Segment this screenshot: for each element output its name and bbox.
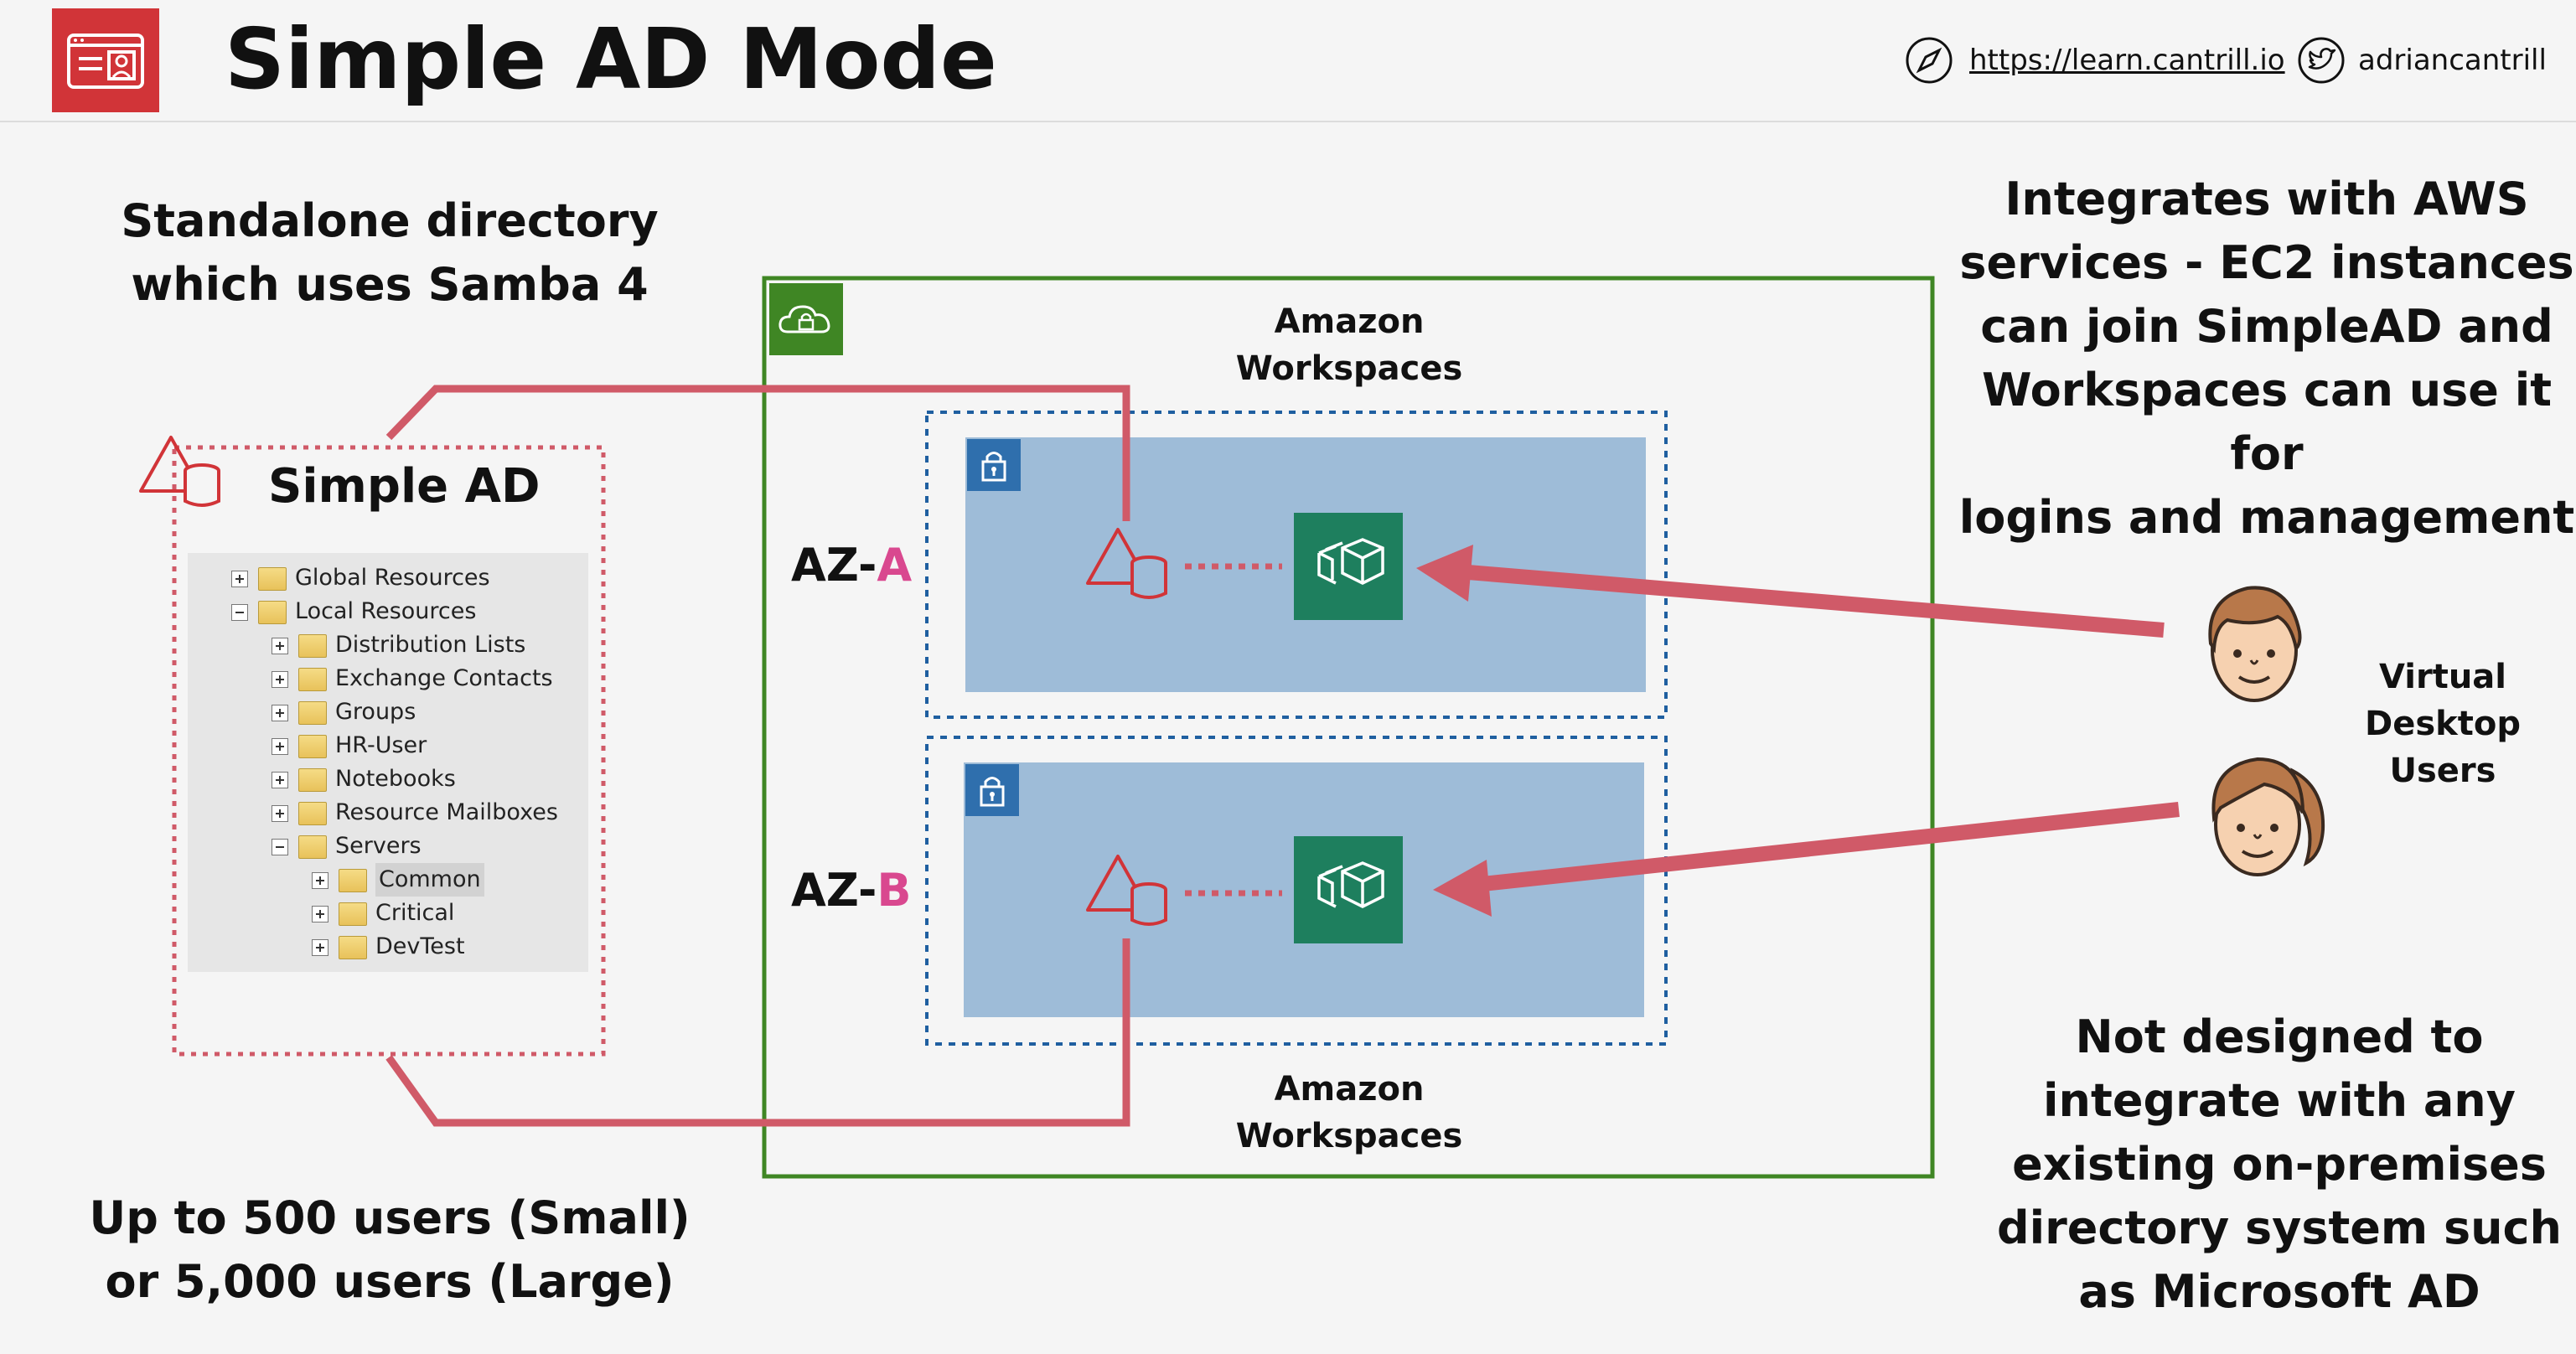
- arrowhead-b: [1433, 860, 1492, 917]
- az-a-letter: A: [877, 539, 913, 592]
- capacity-description: Up to 500 users (Small) or 5,000 users (…: [89, 1191, 691, 1308]
- directory-service-logo: [52, 8, 159, 112]
- tree-item-label: Servers: [335, 833, 422, 859]
- expand-icon[interactable]: [312, 872, 328, 889]
- simple-ad-icon: [1086, 528, 1167, 599]
- private-subnet-lock-icon: [967, 439, 1021, 491]
- folder-icon: [298, 668, 327, 691]
- workspaces-icon: [1294, 513, 1403, 620]
- twitter-handle: adriancantrill: [2358, 44, 2547, 77]
- course-link[interactable]: https://learn.cantrill.io: [1969, 44, 2285, 77]
- folder-icon: [339, 869, 367, 892]
- arrow-user-to-workspaces-a: [1457, 564, 2165, 638]
- folder-icon: [298, 802, 327, 825]
- expand-icon[interactable]: [272, 738, 288, 755]
- subnet-a-boundary: [925, 411, 1668, 719]
- folder-icon: [298, 768, 327, 792]
- tree-item-label: Critical: [375, 900, 455, 926]
- tree-item-label: Groups: [335, 699, 416, 725]
- az-b-prefix: AZ-: [791, 864, 877, 917]
- workspaces-top-label: Amazon Workspaces: [1235, 302, 1463, 388]
- folder-icon: [298, 634, 327, 658]
- collapse-icon[interactable]: [272, 839, 288, 855]
- folder-icon: [258, 567, 287, 591]
- folder-icon: [339, 936, 367, 959]
- tree-item-label: DevTest: [375, 933, 465, 959]
- workspaces-bottom-label: Amazon Workspaces: [1235, 1070, 1463, 1155]
- page-title: Simple AD Mode: [225, 10, 997, 108]
- az-a-prefix: AZ-: [791, 539, 877, 592]
- expand-icon[interactable]: [272, 705, 288, 721]
- folder-icon: [298, 735, 327, 758]
- expand-icon[interactable]: [231, 571, 248, 587]
- connector-ad-to-az-a: [385, 385, 1130, 521]
- workspaces-icon: [1294, 836, 1403, 943]
- virtual-desktop-users-label: Virtual Desktop Users: [2365, 658, 2521, 790]
- tree-item-label: HR-User: [335, 732, 427, 758]
- tree-item-label: Notebooks: [335, 766, 456, 792]
- folder-icon: [258, 601, 287, 624]
- tree-item-label: Local Resources: [295, 598, 477, 624]
- not-designed-description: Not designed to integrate with any exist…: [1997, 1010, 2562, 1318]
- tree-item-label: Common: [375, 863, 484, 897]
- expand-icon[interactable]: [272, 638, 288, 654]
- expand-icon[interactable]: [312, 939, 328, 956]
- folder-icon: [339, 902, 367, 926]
- tree-item-label: Distribution Lists: [335, 632, 526, 658]
- vpc-boundary: [762, 276, 1935, 1179]
- tree-item-label: Global Resources: [295, 565, 490, 591]
- expand-icon[interactable]: [272, 671, 288, 688]
- header-divider: [0, 121, 2576, 122]
- integrates-description: Integrates with AWS services - EC2 insta…: [1958, 173, 2575, 544]
- expand-icon[interactable]: [272, 805, 288, 822]
- simple-ad-title: Simple AD: [268, 459, 541, 514]
- connector-ad-to-az-b: [385, 938, 1130, 1127]
- twitter-icon: [2298, 37, 2345, 84]
- simple-ad-box: [172, 445, 606, 1057]
- compass-icon: [1906, 37, 1953, 84]
- tree-item-label: Exchange Contacts: [335, 665, 553, 691]
- private-subnet-lock-icon: [965, 764, 1019, 816]
- simple-ad-icon: [1086, 855, 1167, 926]
- user-female-icon: [2211, 757, 2325, 876]
- collapse-icon[interactable]: [231, 604, 248, 621]
- vpc-cloud-icon: [769, 283, 843, 355]
- az-a-label: AZ-A: [791, 536, 912, 595]
- folder-icon: [298, 835, 327, 859]
- expand-icon[interactable]: [272, 772, 288, 788]
- standalone-description: Standalone directory which uses Samba 4: [121, 194, 659, 311]
- az-b-label: AZ-B: [791, 861, 912, 920]
- arrow-user-to-workspaces-b: [1474, 802, 2180, 892]
- arrowhead-a: [1416, 545, 1473, 602]
- directory-service-icon: [67, 34, 144, 89]
- az-b-letter: B: [877, 864, 912, 917]
- user-male-icon: [2208, 586, 2302, 702]
- folder-icon: [298, 701, 327, 725]
- expand-icon[interactable]: [312, 906, 328, 922]
- tree-item-label: Resource Mailboxes: [335, 799, 558, 825]
- simple-ad-icon: [139, 436, 220, 507]
